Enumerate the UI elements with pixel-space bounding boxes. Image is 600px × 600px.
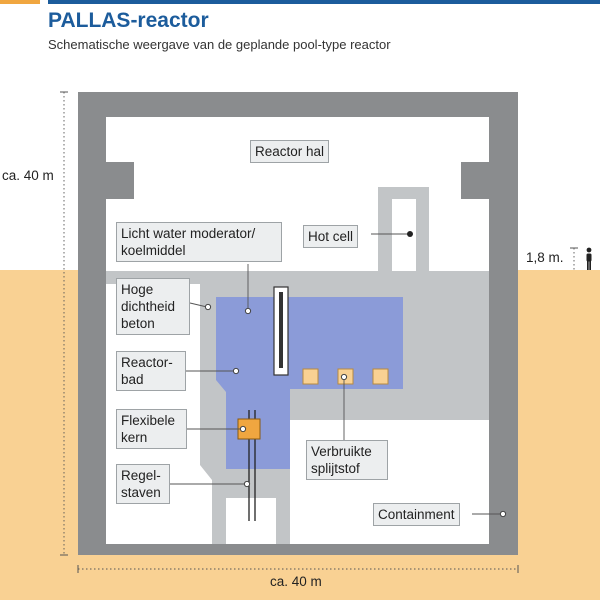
label-licht-water: Licht water moderator/ koelmiddel [116, 222, 282, 262]
dot-verbruikte [340, 373, 348, 381]
dot-hot-cell [407, 231, 413, 237]
person-icon [586, 247, 592, 270]
dot-containment [499, 510, 507, 518]
page-subtitle: Schematische weergave van de geplande po… [48, 37, 391, 52]
instrument-rod [279, 292, 283, 368]
label-flexibele-kern: Flexibele kern [116, 409, 187, 449]
label-reactor-hal: Reactor hal [250, 140, 330, 163]
page-title: PALLAS-reactor [48, 9, 209, 32]
spent-fuel-1 [302, 368, 319, 385]
label-hot-cell: Hot cell [303, 225, 359, 248]
leader-hoge-dichtheid [189, 302, 208, 308]
label-reactorbad: Reactor-bad [116, 351, 186, 391]
crane-ledge-left [106, 162, 134, 199]
dot-flexibele-kern [239, 425, 247, 433]
spent-fuel-3 [372, 368, 389, 385]
accent-bar [0, 0, 40, 4]
label-hoge-dichtheid: Hoge dichtheid beton [116, 278, 190, 335]
label-containment: Containment [373, 503, 460, 526]
dot-licht-water [244, 307, 252, 315]
dot-hoge-dichtheid [204, 303, 212, 311]
dimension-width-label: ca. 40 m [270, 574, 322, 589]
person-height-label: 1,8 m. [526, 250, 564, 265]
crane-ledge-right [461, 162, 489, 199]
dot-regelstaven [243, 480, 251, 488]
header-rule [48, 0, 600, 4]
label-verbruikte-splijtstof: Verbruikte splijtstof [306, 440, 388, 480]
dimension-height-label: ca. 40 m [2, 168, 54, 183]
label-regelstaven: Regel-staven [116, 464, 170, 504]
dot-reactorbad [232, 367, 240, 375]
